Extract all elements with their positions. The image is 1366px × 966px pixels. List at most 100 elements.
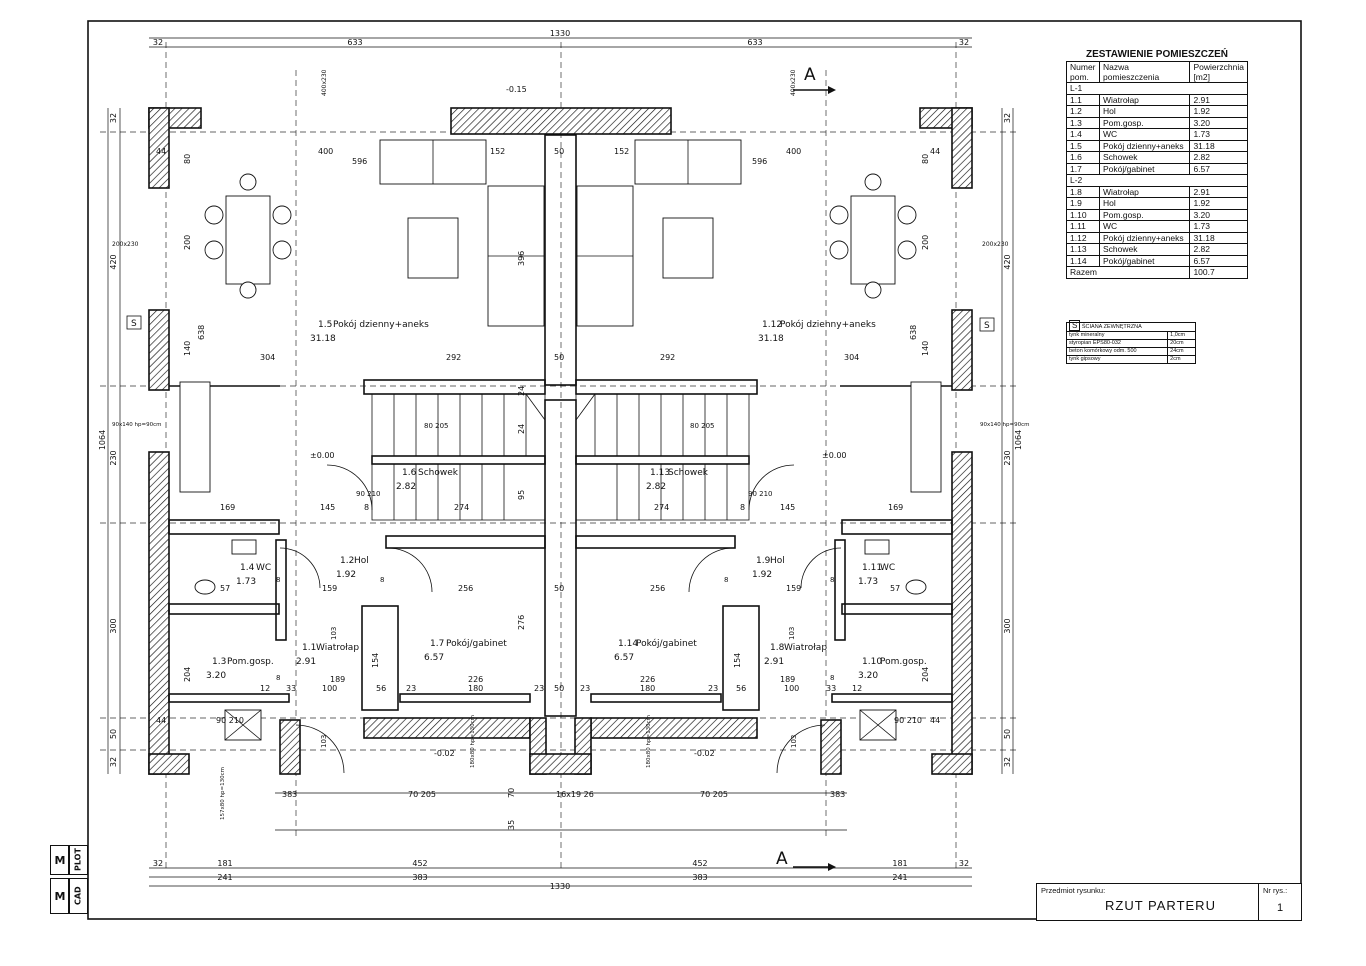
dim-top: 32 [153,38,163,47]
room-num: 1.6 [1066,151,1100,164]
dim-inner: 90 210 [216,716,244,725]
room-area: 1.73 [1189,220,1248,233]
room-area: 3.20 [206,671,226,681]
dim-inner: 8 [364,503,369,512]
dim-left: 32 [109,113,118,123]
dim-inner: 304 [844,353,859,362]
dim-inner: 256 [458,584,473,593]
room-num: 1.8 [1066,185,1100,198]
room-label: 1.5 [318,320,332,330]
room-label: 1.8 [770,643,785,653]
dim-bottom: 241 [217,873,232,882]
subject-label: Przedmiot rysunku: [1041,886,1106,895]
dim-inner: 204 [183,667,192,682]
room-area: 3.20 [858,671,878,681]
window-label: 90x140 hp=90cm [980,422,1029,428]
room-area: 6.57 [1189,254,1248,267]
dim-inner: 200 [921,235,930,250]
legend-title: ŚCIANA ZEWNĘTRZNA [1081,324,1142,330]
room-num: 1.14 [1066,254,1100,267]
dim-inner: 80 [921,154,930,164]
sheet-number-box: Nr rys.: 1 [1258,883,1302,921]
dim-inner: 24 [517,386,526,396]
dim-inner: 180 [640,684,655,693]
dim-bottom: 181 [892,859,907,868]
room-label: 1.13 [650,468,670,478]
room-area: 2.91 [764,657,784,667]
dim-inner: 145 [320,503,335,512]
dim-left: 300 [109,618,118,633]
room-area: 1.92 [1189,105,1248,118]
dim-top: 32 [959,38,969,47]
dim-inner: 24 [517,424,526,434]
dim-inner: 70 205 [700,790,728,799]
room-name: Hol [1098,197,1191,210]
room-schedule-title: ZESTAWIENIE POMIESZCZEŃ [1085,49,1229,60]
dim-inner: 292 [446,353,461,362]
dim-inner: 70 [507,788,516,798]
staircase-left [371,393,546,521]
room-label: 1.11 [862,563,882,573]
sheet-label: Nr rys.: [1263,886,1288,895]
room-area: 6.57 [1189,162,1248,175]
dim-bottom: 383 [412,873,427,882]
dim-overall-bottom: 1330 [550,882,570,891]
dim-left: 50 [109,729,118,739]
room-num: 1.1 [1066,93,1100,106]
wall-tag-label: S [984,321,990,331]
dim-inner: 204 [921,667,930,682]
dim-inner: 23 [534,684,544,693]
dim-inner: 274 [654,503,669,512]
window-label: 200x230 [982,241,1009,248]
dim-inner: 159 [786,584,801,593]
room-name: Schowek [1098,243,1191,256]
dim-inner: 57 [890,584,900,593]
dim-top: 633 [347,38,362,47]
dim-inner: 50 [554,353,564,362]
dim-inner: 292 [660,353,675,362]
room-area: 2.91 [1189,93,1248,106]
room-area: 2.82 [646,482,666,492]
dim-inner: 274 [454,503,469,512]
room-area: 1.92 [752,570,772,580]
dim-inner: 44 [930,147,940,156]
title-block: Przedmiot rysunku: RZUT PARTERU [1036,883,1260,921]
layer-thickness: 24cm [1167,346,1196,356]
dim-inner: 152 [490,147,505,156]
room-area: 3.20 [1189,208,1248,221]
drawing-title: RZUT PARTERU [1105,898,1216,913]
room-area: 6.57 [424,653,444,663]
dim-inner: 159 [322,584,337,593]
room-label: WC [256,563,271,573]
layer-name: tynk gipsowy [1065,354,1169,364]
window-label: 157x80 hp=130cm [220,767,226,820]
legend-tag: S [1069,320,1081,331]
dim-inner: 23 [580,684,590,693]
section-marker-top: A [804,65,816,85]
dim-inner: 169 [220,503,235,512]
dim-bottom: 32 [959,859,969,868]
room-label: WC [880,563,895,573]
door-spec: 103 [320,735,328,748]
room-name: Pom.gosp. [1098,208,1191,221]
room-label: Schowek [418,468,459,478]
room-num: 1.11 [1066,220,1100,233]
wall-tag-right [979,317,995,332]
logo-m: M [50,845,70,875]
room-num: 1.10 [1066,208,1100,221]
room-name: Hol [1098,105,1191,118]
dim-inner: 12 [260,684,270,693]
dim-right: 230 [1003,450,1012,465]
room-name: WC [1098,220,1191,233]
dim-left-total: 1064 [98,430,107,450]
room-label: Pom.gosp. [227,657,274,667]
dim-right: 32 [1003,757,1012,767]
dim-overall-top: 1330 [550,29,570,38]
room-area: 3.20 [1189,116,1248,129]
dim-inner: 596 [752,157,767,166]
level-mark: ±0.00 [822,451,847,460]
